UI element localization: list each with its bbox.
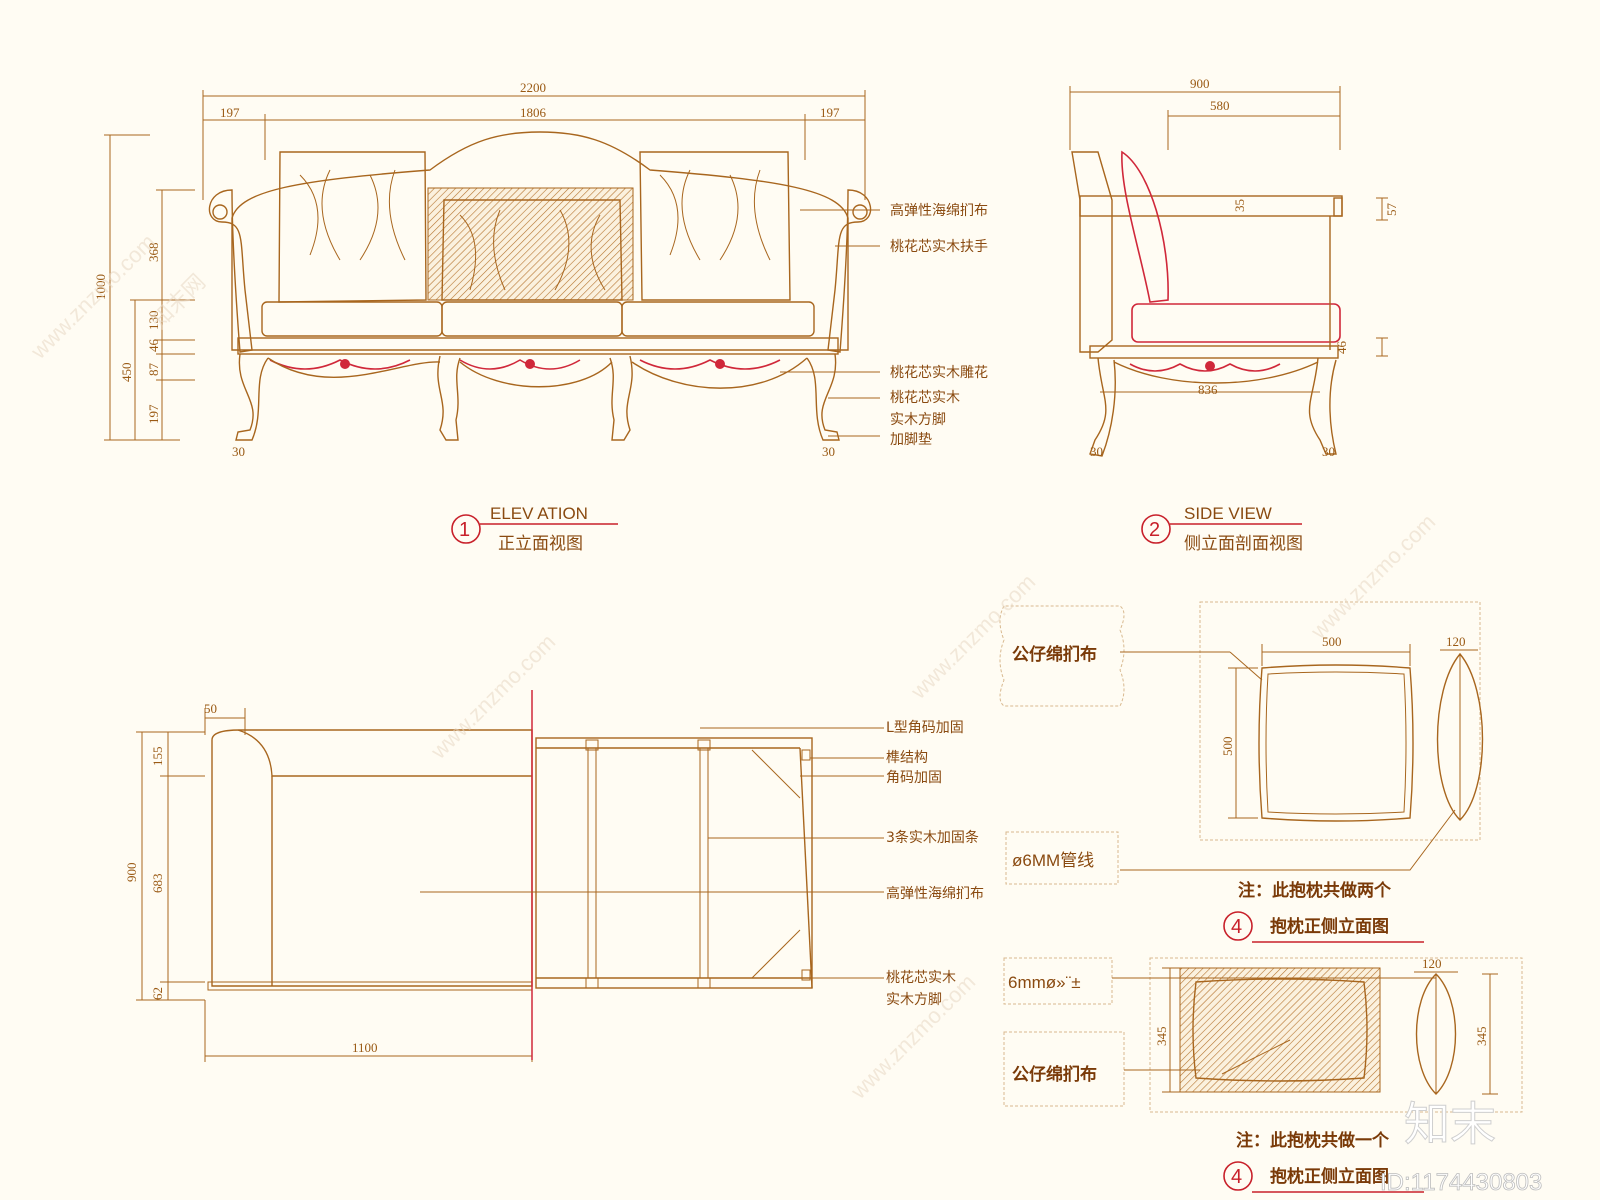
watermark-site-5: www.znzmo.com: [845, 969, 980, 1104]
dim-rect-pillow-height-right: 345: [1474, 1027, 1489, 1047]
dim-pillow-width: 500: [1322, 634, 1342, 649]
elevation-title-cn: 正立面视图: [498, 534, 583, 553]
dim-elev-height: 1000: [93, 274, 108, 300]
callout-armrest: 桃花芯实木扶手: [890, 239, 988, 255]
dim-elev-130: 130: [146, 311, 161, 331]
pillow-square-fabric: 公仔绵扪布: [1012, 644, 1097, 665]
watermark-id: ID:1174430803: [1380, 1169, 1542, 1196]
pillow-rect-number: 4: [1231, 1166, 1242, 1188]
dim-elev-side-right: 197: [820, 105, 840, 120]
elevation-view: [104, 90, 880, 441]
callout-mortise: 榫结构: [886, 750, 928, 766]
callout-plan-leg: 实木方脚: [886, 992, 942, 1008]
plan-view: [136, 690, 884, 1062]
rect-pillow-view: [1003, 957, 1523, 1193]
dim-side-overall: 900: [1190, 76, 1210, 91]
pillow-square-note: 注：此抱枕共做两个: [1238, 880, 1392, 901]
dim-side-foot-right: 30: [1322, 444, 1335, 459]
callout-plan-foam: 高弹性海绵扪布: [886, 885, 984, 902]
dim-plan-50: 50: [204, 701, 217, 716]
callout-square-leg: 实木方脚: [890, 412, 946, 428]
dim-elev-foot-right: 30: [822, 444, 835, 459]
callout-plan-mahogany: 桃花芯实木: [886, 970, 956, 986]
dim-side-57: 57: [1384, 203, 1399, 217]
dim-elev-foot-left: 30: [232, 444, 245, 459]
watermark-logo: 知末: [1404, 1097, 1496, 1151]
callout-3-strips: 3条实木加固条: [886, 829, 979, 846]
callout-foot-pad: 加脚垫: [890, 432, 932, 448]
dim-pillow-height: 500: [1220, 737, 1235, 757]
dim-elev-368: 368: [146, 243, 161, 263]
pillow-rect-fabric: 公仔绵扪布: [1012, 1064, 1097, 1085]
dim-side-base: 836: [1198, 382, 1218, 397]
side-title-en: SIDE VIEW: [1184, 504, 1272, 523]
watermark-cn-1: 知末网: [146, 269, 210, 333]
dim-elev-46: 46: [146, 339, 161, 353]
pillow-rect-note: 注：此抱枕共做一个: [1236, 1130, 1390, 1151]
dim-plan-683: 683: [150, 874, 165, 894]
pillow-square-number: 4: [1231, 916, 1242, 938]
pillow-square-pipe: ø6MM管线: [1012, 851, 1094, 870]
dim-side-35: 35: [1232, 199, 1247, 212]
dim-elev-overall: 2200: [520, 80, 546, 95]
callout-foam-fabric: 高弹性海绵扪布: [890, 202, 988, 219]
dim-rect-pillow-height-left: 345: [1154, 1027, 1169, 1047]
callout-corner-brace: 角码加固: [886, 770, 942, 786]
watermark-site-3: www.znzmo.com: [905, 569, 1040, 704]
dim-elev-side-left: 197: [220, 105, 240, 120]
watermark-site-1: www.znzmo.com: [25, 229, 160, 364]
dim-plan-62: 62: [150, 987, 165, 1000]
pillow-rect-title: 抱枕正侧立面图: [1270, 1166, 1389, 1187]
callout-carving: 桃花芯实木雕花: [890, 365, 988, 381]
dim-plan-155: 155: [150, 747, 165, 767]
side-title-block: [1141, 514, 1302, 544]
dim-elev-middle: 1806: [520, 105, 547, 120]
pillow-rect-pipe: 6mmø»¨±: [1008, 973, 1081, 992]
pillow-square-title: 抱枕正侧立面图: [1270, 916, 1389, 937]
dim-side-inner: 580: [1210, 98, 1230, 113]
elevation-title-en: ELEV ATION: [490, 504, 588, 523]
elevation-title-block: [451, 514, 618, 544]
callout-mahogany: 桃花芯实木: [890, 390, 960, 406]
dim-side-46: 46: [1334, 341, 1349, 355]
side-view-number: 2: [1149, 519, 1160, 541]
elevation-view-number: 1: [459, 519, 470, 541]
dim-plan-1100: 1100: [352, 1040, 378, 1055]
dim-rect-pillow-depth: 120: [1422, 956, 1442, 971]
side-view: [1069, 86, 1388, 457]
dim-plan-900: 900: [124, 863, 139, 883]
side-title-cn: 侧立面剖面视图: [1184, 534, 1303, 553]
dim-elev-197: 197: [146, 404, 161, 424]
watermark-site-4: www.znzmo.com: [1305, 509, 1440, 644]
watermark-site-2: www.znzmo.com: [425, 629, 560, 764]
dim-elev-87: 87: [146, 363, 161, 377]
square-pillow-view: [999, 601, 1484, 943]
dim-pillow-depth: 120: [1446, 634, 1466, 649]
callout-l-bracket: L型角码加固: [886, 720, 964, 736]
dim-side-foot-left: 30: [1090, 444, 1103, 459]
dim-elev-450: 450: [119, 363, 134, 383]
